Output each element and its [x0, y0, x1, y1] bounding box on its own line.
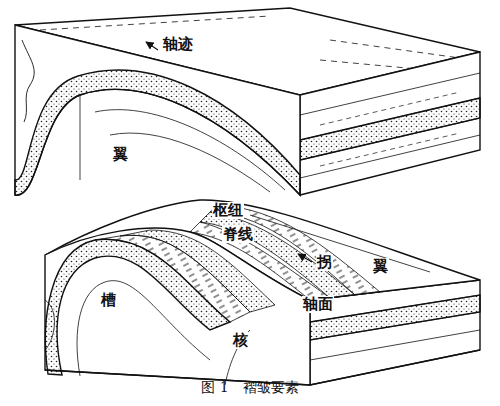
- upper-block: [15, 8, 480, 195]
- part-label: 槽: [100, 292, 117, 309]
- part-label: 翼: [112, 146, 129, 163]
- part-label: 拐: [316, 254, 333, 271]
- part-label: 核: [232, 332, 249, 349]
- figure-caption: 图 1 褶皱要素: [201, 380, 298, 395]
- leader-arrows: [146, 42, 312, 262]
- part-label: 枢纽: [212, 202, 244, 219]
- lower-block: [45, 200, 480, 385]
- part-label: 脊线: [222, 226, 254, 243]
- part-label: 轴面: [302, 296, 334, 313]
- part-label: 轴迹: [162, 36, 194, 53]
- part-label: 翼: [372, 258, 389, 275]
